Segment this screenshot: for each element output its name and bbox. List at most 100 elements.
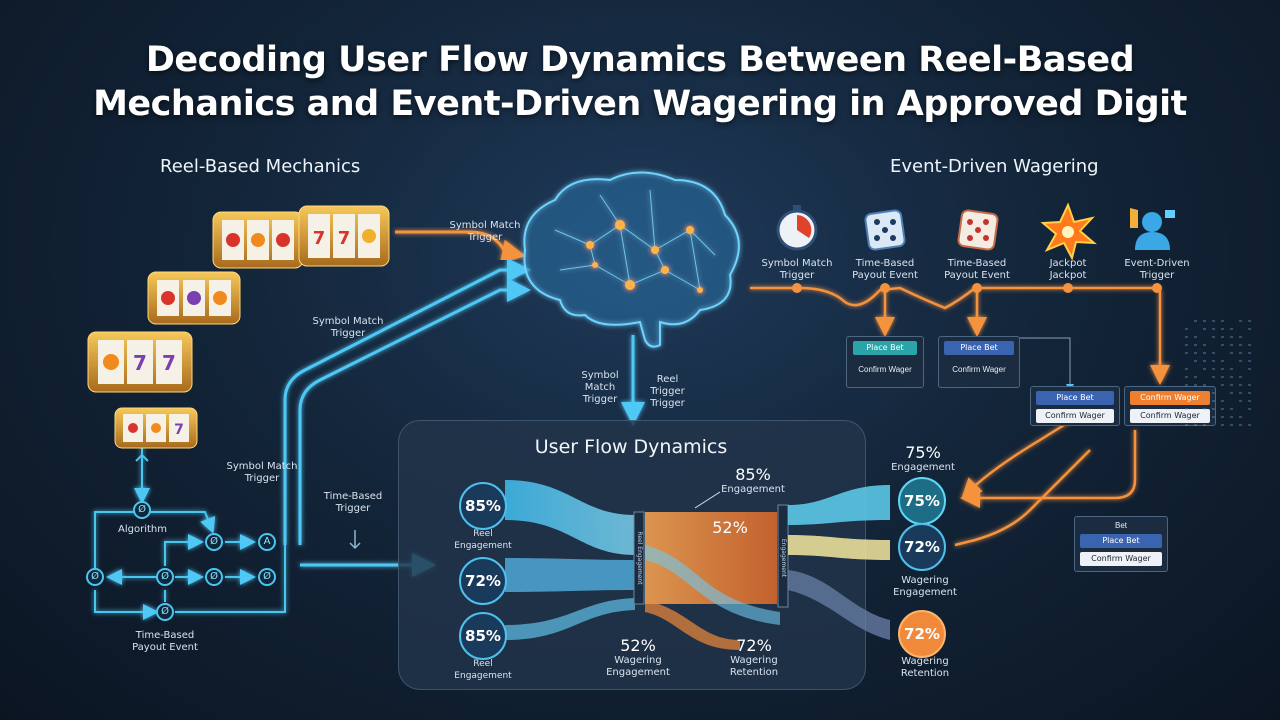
timeline-dot (880, 283, 890, 293)
decor-dot (1185, 392, 1188, 394)
cyan-flow-1 (283, 258, 531, 545)
decor-dot (1230, 368, 1233, 370)
decor-dot (1203, 320, 1206, 322)
svg-text:7: 7 (313, 228, 326, 249)
left-bubble-3: 85% (459, 612, 507, 660)
left-bubble-2: 72% (459, 557, 507, 605)
bet-card: Bet Place Bet Confirm Wager (1074, 516, 1168, 572)
decor-dot (1212, 416, 1215, 418)
event-timeline (750, 286, 1160, 310)
timeline-dot (1063, 283, 1073, 293)
decor-dot (1203, 408, 1206, 410)
slot-machine-3 (147, 271, 241, 325)
decor-dot (1248, 408, 1251, 410)
confirm-wager-button[interactable]: Confirm Wager (1130, 409, 1210, 423)
page-title: Decoding User Flow Dynamics Between Reel… (0, 38, 1280, 126)
confirm-wager-button[interactable]: Confirm Wager (1036, 409, 1114, 423)
place-bet-button[interactable]: Place Bet (1036, 391, 1114, 405)
confirm-wager-button[interactable]: Confirm Wager (1130, 391, 1210, 405)
algo-line (94, 590, 159, 620)
wager-card: Confirm Wager Confirm Wager (1124, 386, 1216, 426)
decor-dot (1239, 392, 1242, 394)
decor-dot (1185, 336, 1188, 338)
svg-text:7: 7 (174, 422, 184, 438)
decor-dot (1230, 352, 1233, 354)
decor-dot (1194, 384, 1197, 386)
confirm-wager-button[interactable]: Confirm Wager (1080, 552, 1162, 566)
algo-node: Ø (156, 603, 174, 621)
decor-dot (1248, 384, 1251, 386)
decor-dot (1239, 376, 1242, 378)
decor-dot (1185, 352, 1188, 354)
decor-dot (1239, 384, 1242, 386)
sankey-flow (505, 480, 635, 555)
decor-dot (1203, 392, 1206, 394)
decor-dot (1221, 360, 1224, 362)
decor-dot (1212, 320, 1215, 322)
decor-dot (1212, 328, 1215, 330)
sankey-flow (645, 545, 780, 625)
decor-dot (1239, 344, 1242, 346)
orange-top-arrow (395, 230, 526, 264)
grey-connector (1000, 337, 1074, 392)
decor-dot (1194, 336, 1197, 338)
confirm-wager-text[interactable]: Confirm Wager (952, 365, 1006, 374)
algo-line (175, 545, 286, 613)
reel-mechanics-heading: Reel-Based Mechanics (160, 156, 361, 177)
slot-machine-5: 7 (114, 407, 198, 449)
sankey-bar-left (633, 511, 645, 605)
place-bet-button[interactable]: Place Bet (944, 341, 1014, 355)
left-bubble-1: 85% (459, 482, 507, 530)
decor-dot (1239, 360, 1242, 362)
slot-machine-1 (212, 211, 304, 269)
place-bet-button[interactable]: Place Bet (853, 341, 917, 355)
decor-dot (1194, 392, 1197, 394)
decor-dot (1221, 336, 1224, 338)
svg-text:7: 7 (162, 351, 176, 375)
wager-card: Place Bet Confirm Wager (938, 336, 1020, 388)
decor-dot (1212, 392, 1215, 394)
decor-dot (1230, 328, 1233, 330)
algorithm-node: Ø (133, 501, 151, 519)
place-bet-button[interactable]: Place Bet (1080, 534, 1162, 548)
user-hand-icon (1130, 208, 1175, 250)
decor-dot (1239, 320, 1242, 322)
cyan-flow-2 (298, 278, 531, 545)
decor-dot (1194, 352, 1197, 354)
algo-node: Ø (86, 568, 104, 586)
decor-dot (1239, 352, 1242, 354)
decor-dot (1230, 336, 1233, 338)
decor-dot (1239, 336, 1242, 338)
title-line-2: Mechanics and Event-Driven Wagering in A… (93, 84, 1187, 124)
decor-dot (1203, 352, 1206, 354)
svg-text:7: 7 (133, 351, 147, 375)
decor-dot (1230, 344, 1233, 346)
decor-dot (1221, 328, 1224, 330)
decor-dot (1239, 400, 1242, 402)
bottom-right-stat: 72% Wagering Retention (729, 636, 779, 678)
decor-dot (1221, 408, 1224, 410)
decor-dot (1221, 376, 1224, 378)
decor-dot (1212, 352, 1215, 354)
wager-card: Place Bet Confirm Wager (846, 336, 924, 388)
timeline-dot (972, 283, 982, 293)
outcome-top-stat: 75% Engagement (891, 443, 955, 473)
title-line-1: Decoding User Flow Dynamics Between Reel… (145, 40, 1135, 80)
confirm-wager-text[interactable]: Confirm Wager (858, 365, 912, 374)
mid-top-stat: 85% Engagement (721, 465, 785, 495)
decor-dot (1230, 376, 1233, 378)
decor-dot (1221, 424, 1224, 426)
svg-text:7: 7 (338, 228, 351, 249)
decor-dot (1248, 400, 1251, 402)
decor-dot (1185, 344, 1188, 346)
decor-dot (1248, 368, 1251, 370)
decor-dot (1248, 392, 1251, 394)
